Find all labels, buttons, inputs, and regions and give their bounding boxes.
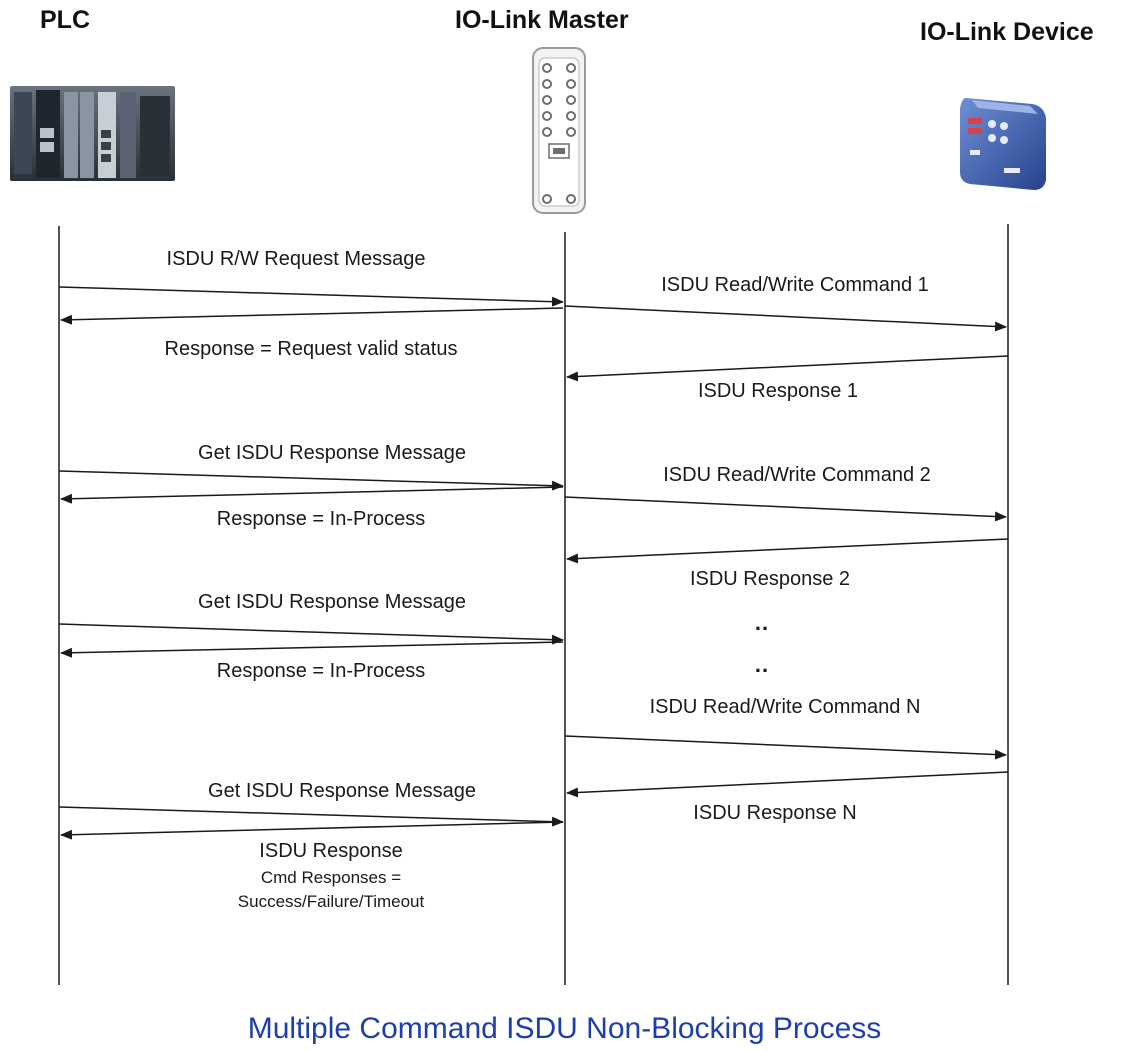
label-resp-2: ISDU Response 2 <box>689 568 851 590</box>
diagram-caption: Multiple Command ISDU Non-Blocking Proce… <box>247 1012 882 1045</box>
arrow-cmd-n <box>564 735 1007 760</box>
arrow-get-2 <box>58 623 564 645</box>
label-cmd-2: ISDU Read/Write Command 2 <box>663 464 931 486</box>
arrow-resp-1 <box>566 355 1009 382</box>
label-get-1: Get ISDU Response Message <box>198 442 466 464</box>
arrow-valid-status <box>60 307 564 325</box>
arrow-inproc-2 <box>60 641 564 658</box>
arrow-resp-2 <box>566 538 1009 564</box>
label-get-3: Get ISDU Response Message <box>208 780 476 802</box>
lifelines <box>58 224 1009 985</box>
label-result-states: Success/Failure/Timeout <box>237 892 425 911</box>
arrow-request <box>58 286 564 307</box>
arrow-get-1 <box>58 470 564 491</box>
label-cmd-n: ISDU Read/Write Command N <box>649 696 921 718</box>
arrow-cmd-2 <box>564 496 1007 522</box>
plc-header: PLC <box>40 6 90 34</box>
label-resp-n: ISDU Response N <box>693 802 857 824</box>
arrow-final <box>60 821 564 840</box>
label-cmd-1: ISDU Read/Write Command 1 <box>661 274 929 296</box>
label-get-2: Get ISDU Response Message <box>198 591 466 613</box>
arrow-cmd-1 <box>564 305 1007 332</box>
label-request: ISDU R/W Request Message <box>166 248 426 270</box>
arrow-resp-n <box>566 771 1009 798</box>
message-arrows <box>58 286 1009 840</box>
io-link-master-icon <box>532 47 586 214</box>
label-inproc-1: Response = In-Process <box>216 508 426 530</box>
label-cmd-responses: Cmd Responses = <box>260 868 402 887</box>
device-header: IO-Link Device <box>920 18 1094 46</box>
label-inproc-2: Response = In-Process <box>216 660 426 682</box>
label-final-response: ISDU Response <box>259 840 403 862</box>
io-link-device-icon <box>960 98 1046 190</box>
arrow-get-3 <box>58 806 564 827</box>
plc-rack-icon <box>10 86 175 181</box>
master-header: IO-Link Master <box>455 6 629 34</box>
ellipsis-1: .. <box>754 610 770 635</box>
arrow-inproc-1 <box>60 486 564 504</box>
label-resp-1: ISDU Response 1 <box>697 380 859 402</box>
ellipsis-2: .. <box>754 652 770 677</box>
label-valid-status: Response = Request valid status <box>164 338 458 360</box>
